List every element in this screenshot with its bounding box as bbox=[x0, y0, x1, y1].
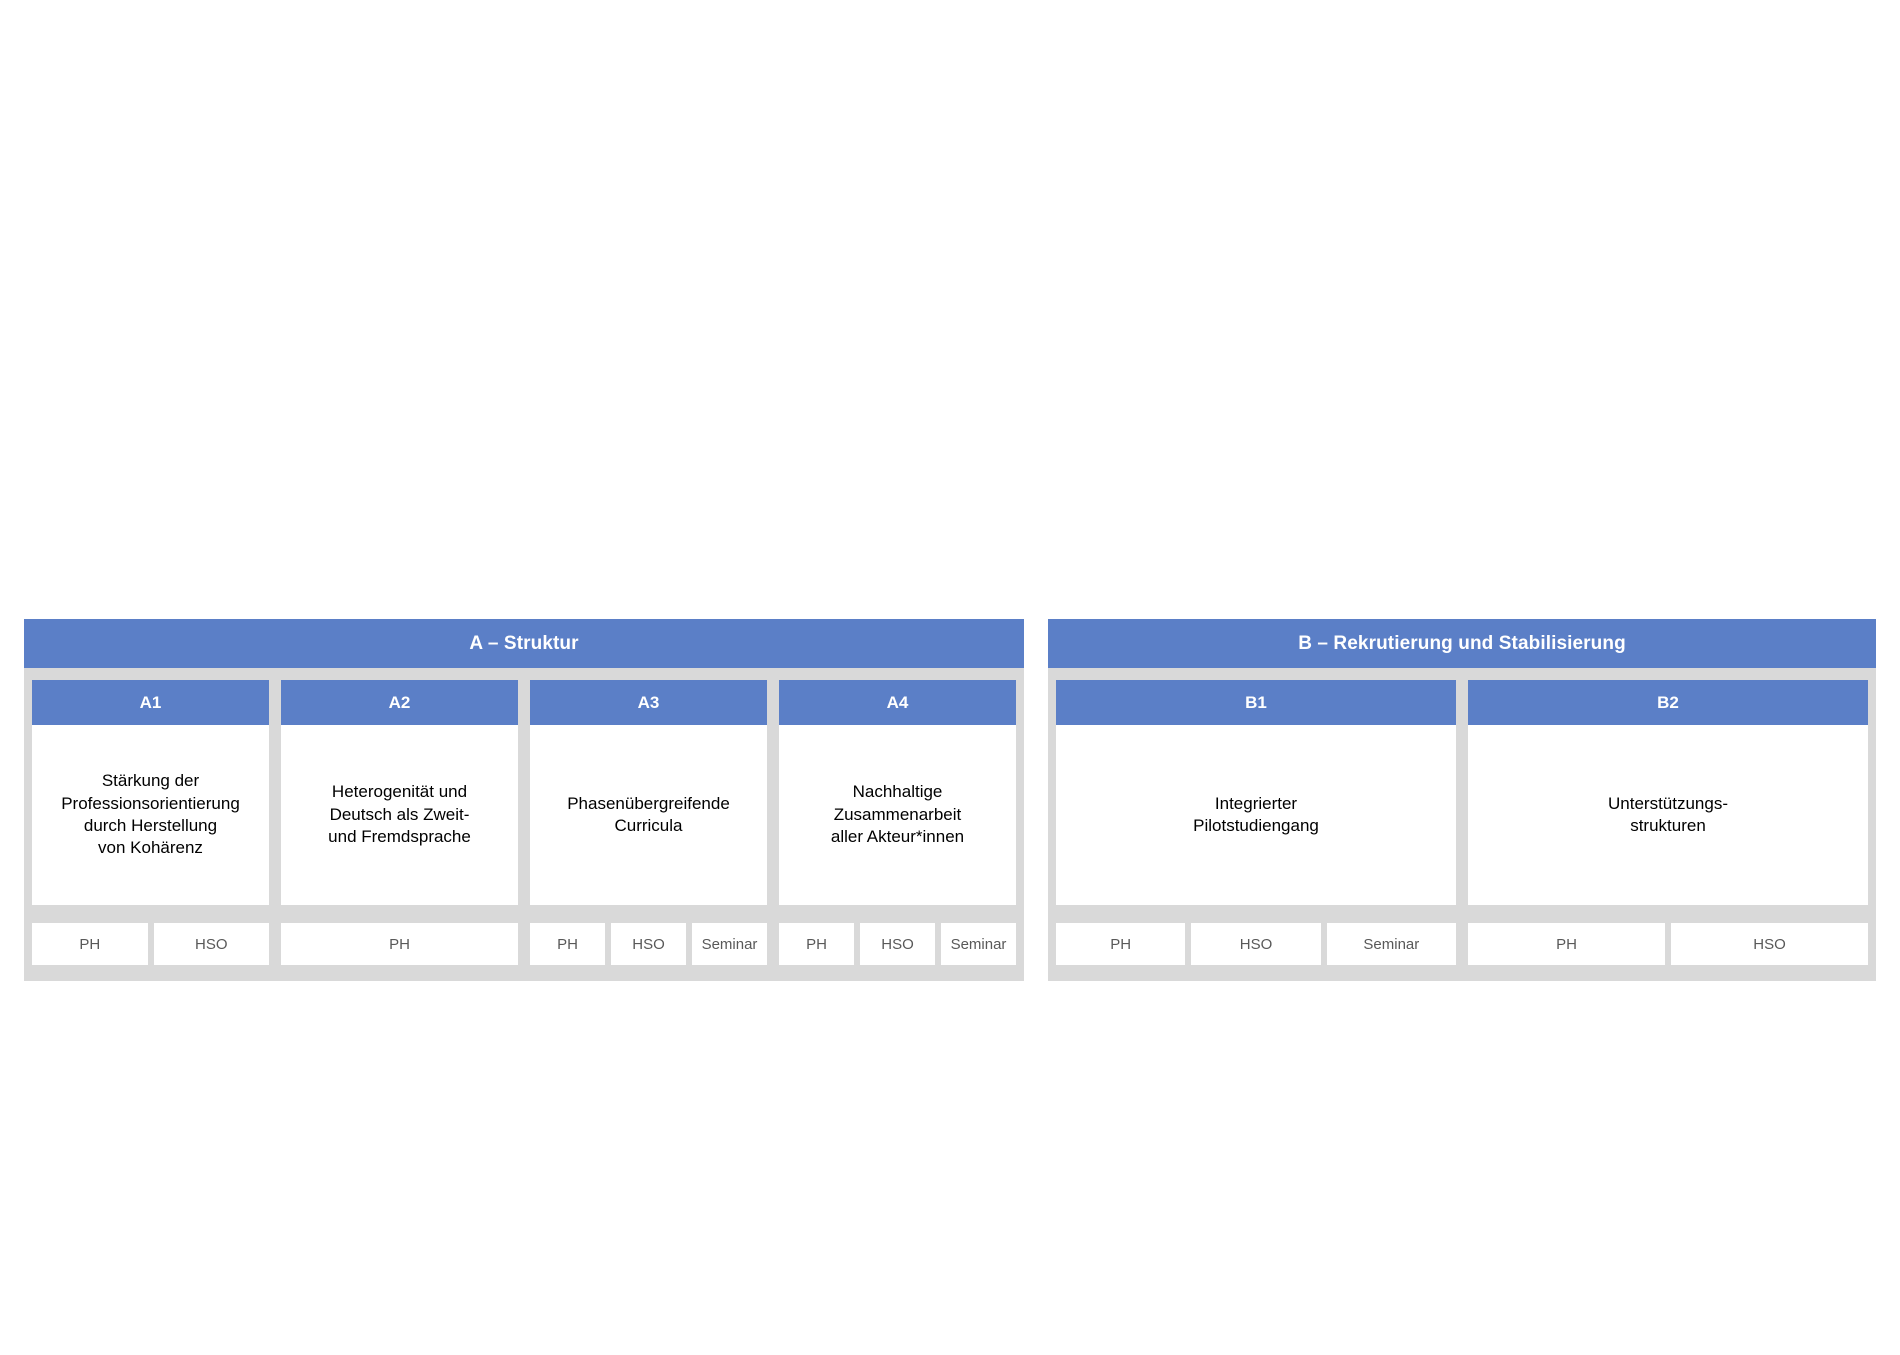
card-a2-inner: A2 Heterogenität und Deutsch als Zweit- … bbox=[281, 680, 518, 905]
tag-a4-seminar[interactable]: Seminar bbox=[941, 923, 1016, 965]
card-a2-body: Heterogenität und Deutsch als Zweit- und… bbox=[281, 725, 518, 905]
card-a3-title: Phasenübergreifende Curricula bbox=[567, 793, 730, 835]
card-a2-title: Heterogenität und Deutsch als Zweit- und… bbox=[328, 782, 471, 847]
card-b1-tags: PH HSO Seminar bbox=[1056, 923, 1456, 965]
card-a4-code: A4 bbox=[779, 680, 1016, 725]
card-a1-body: Stärkung der Professionsorientierung dur… bbox=[32, 725, 269, 905]
card-a1-code: A1 bbox=[32, 680, 269, 725]
card-b1[interactable]: B1 Integrierter Pilotstudiengang bbox=[1056, 680, 1456, 905]
section-b-tags-row: PH HSO Seminar PH HSO bbox=[1048, 905, 1876, 981]
section-b: B – Rekrutierung und Stabilisierung B1 I… bbox=[1048, 619, 1876, 981]
card-a3-code: A3 bbox=[530, 680, 767, 725]
tag-b2-ph[interactable]: PH bbox=[1468, 923, 1665, 965]
card-a3-tags: PH HSO Seminar bbox=[530, 923, 767, 965]
card-a4[interactable]: A4 Nachhaltige Zusammenarbeit aller Akte… bbox=[779, 680, 1016, 905]
card-b2-title: Unterstützungs- strukturen bbox=[1608, 793, 1728, 835]
tag-b1-hso[interactable]: HSO bbox=[1191, 923, 1321, 965]
card-a3[interactable]: A3 Phasenübergreifende Curricula bbox=[530, 680, 767, 905]
card-b2[interactable]: B2 Unterstützungs- strukturen bbox=[1468, 680, 1868, 905]
card-a4-title: Nachhaltige Zusammenarbeit aller Akteur*… bbox=[830, 782, 965, 847]
tag-b1-seminar[interactable]: Seminar bbox=[1326, 923, 1456, 965]
tag-a4-hso[interactable]: HSO bbox=[860, 923, 935, 965]
section-a-cards-row: A1 Stärkung der Professionsorientierung … bbox=[24, 668, 1024, 905]
tag-a3-seminar[interactable]: Seminar bbox=[692, 923, 767, 965]
card-a3-inner: A3 Phasenübergreifende Curricula bbox=[530, 680, 767, 905]
card-a4-inner: A4 Nachhaltige Zusammenarbeit aller Akte… bbox=[779, 680, 1016, 905]
tag-b2-hso[interactable]: HSO bbox=[1671, 923, 1868, 965]
card-a1-inner: A1 Stärkung der Professionsorientierung … bbox=[32, 680, 269, 905]
card-a2-tags: PH bbox=[281, 923, 518, 965]
card-b1-inner: B1 Integrierter Pilotstudiengang bbox=[1056, 680, 1456, 905]
section-b-header: B – Rekrutierung und Stabilisierung bbox=[1048, 619, 1876, 668]
card-b2-code: B2 bbox=[1468, 680, 1868, 725]
section-a-header: A – Struktur bbox=[24, 619, 1024, 668]
card-a1[interactable]: A1 Stärkung der Professionsorientierung … bbox=[32, 680, 269, 905]
tag-b1-ph[interactable]: PH bbox=[1056, 923, 1186, 965]
card-b2-inner: B2 Unterstützungs- strukturen bbox=[1468, 680, 1868, 905]
card-b2-body: Unterstützungs- strukturen bbox=[1468, 725, 1868, 905]
tag-a3-ph[interactable]: PH bbox=[530, 923, 605, 965]
tag-a4-ph[interactable]: PH bbox=[779, 923, 854, 965]
section-b-cards-row: B1 Integrierter Pilotstudiengang B2 Unte… bbox=[1048, 668, 1876, 905]
card-a1-title: Stärkung der Professionsorientierung dur… bbox=[61, 771, 240, 858]
card-b1-body: Integrierter Pilotstudiengang bbox=[1056, 725, 1456, 905]
card-a1-tags: PH HSO bbox=[32, 923, 269, 965]
tag-a1-ph[interactable]: PH bbox=[32, 923, 148, 965]
card-a2[interactable]: A2 Heterogenität und Deutsch als Zweit- … bbox=[281, 680, 518, 905]
card-a4-tags: PH HSO Seminar bbox=[779, 923, 1016, 965]
card-a3-body: Phasenübergreifende Curricula bbox=[530, 725, 767, 905]
section-a-tags-row: PH HSO PH PH HSO Seminar PH HSO Seminar bbox=[24, 905, 1024, 981]
tag-a3-hso[interactable]: HSO bbox=[611, 923, 686, 965]
program-structure-diagram: A – Struktur A1 Stärkung der Professions… bbox=[24, 619, 1876, 981]
tag-a1-hso[interactable]: HSO bbox=[153, 923, 269, 965]
card-a4-body: Nachhaltige Zusammenarbeit aller Akteur*… bbox=[779, 725, 1016, 905]
section-a: A – Struktur A1 Stärkung der Professions… bbox=[24, 619, 1024, 981]
tag-a2-ph[interactable]: PH bbox=[281, 923, 518, 965]
card-b1-code: B1 bbox=[1056, 680, 1456, 725]
card-a2-code: A2 bbox=[281, 680, 518, 725]
card-b2-tags: PH HSO bbox=[1468, 923, 1868, 965]
card-b1-title: Integrierter Pilotstudiengang bbox=[1193, 793, 1319, 835]
